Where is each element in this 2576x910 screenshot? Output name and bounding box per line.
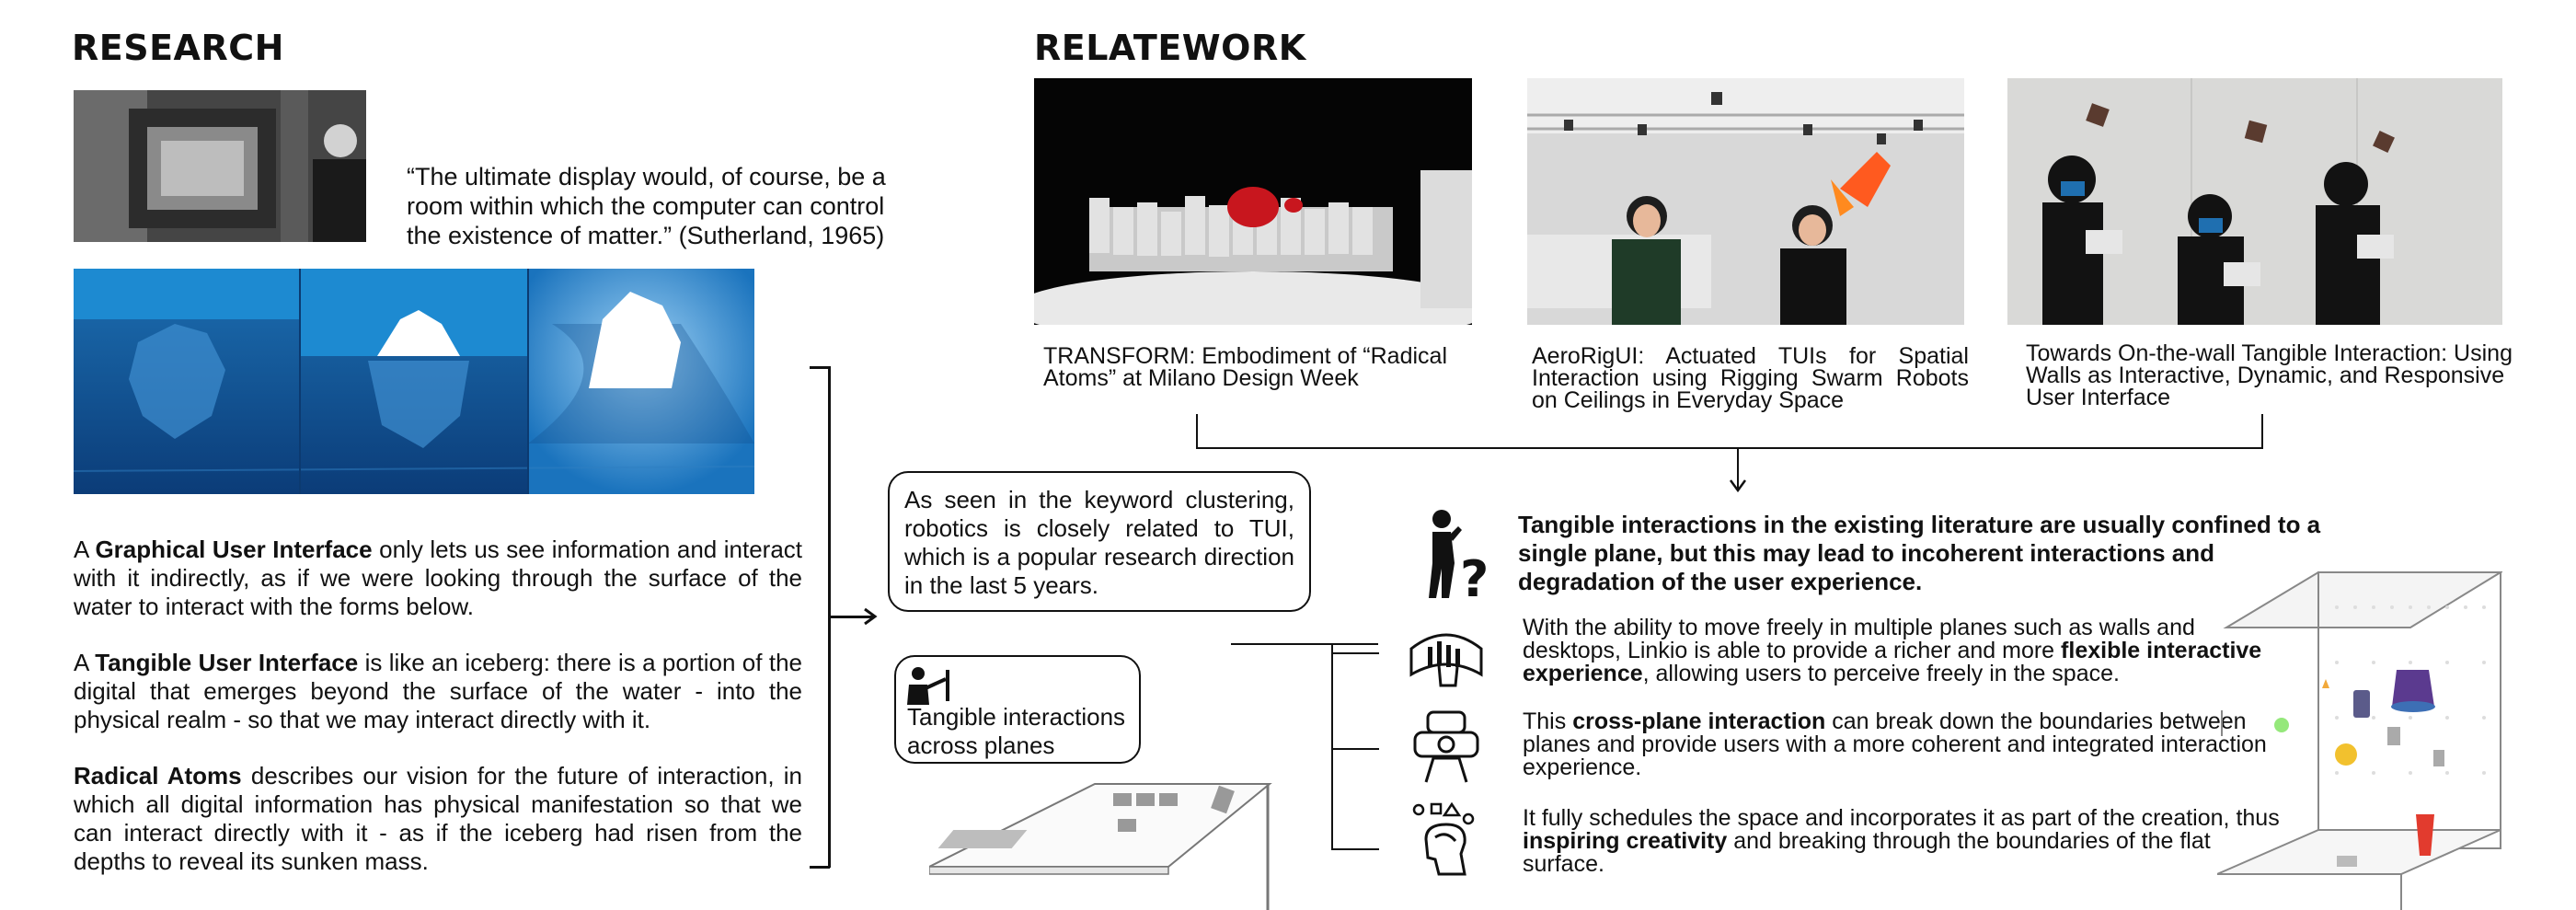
- gui-paragraph: A Graphical User Interface only lets us …: [74, 536, 803, 620]
- presenter-board-icon: [907, 667, 949, 705]
- sutherland-quote: “The ultimate display would, of course, …: [407, 163, 886, 249]
- bracket-bottom: [810, 866, 830, 869]
- connector-right-drop: [2261, 414, 2263, 449]
- thinker-question-icon: ?: [1429, 510, 1489, 600]
- svg-text:?: ?: [1460, 550, 1489, 600]
- on-the-wall-caption: Towards On-the-wall Tangible Interaction…: [2026, 340, 2513, 410]
- relatework-title: RELATEWORK: [1034, 28, 1306, 68]
- tree-stem: [1231, 643, 1378, 645]
- headline-statement: Tangible interactions in the existing li…: [1518, 511, 2321, 595]
- aerorigui-photo: [1527, 78, 1964, 325]
- bracket-arrow-line: [830, 616, 874, 618]
- connector-left-drop: [1196, 414, 1198, 449]
- connector-down: [1737, 447, 1739, 490]
- iceberg-illustration: [74, 269, 754, 494]
- tree-branch-2: [1331, 748, 1379, 750]
- bracket-top: [810, 366, 830, 369]
- creativity-head-icon: [1412, 801, 1475, 876]
- sutherland-photo: [74, 90, 366, 242]
- finding-flexible: With the ability to move freely in multi…: [1523, 615, 2262, 686]
- aerorigui-caption: AeroRigUI: Actuated TUIs for Spatial Int…: [1532, 343, 1969, 413]
- tree-branch-3: [1331, 848, 1379, 850]
- research-title: RESEARCH: [72, 28, 284, 68]
- tui-paragraph: A Tangible User Interface is like an ice…: [74, 649, 802, 733]
- connector-horizontal: [1196, 447, 2263, 449]
- keyword-clustering-bubble: As seen in the keyword clustering, robot…: [888, 471, 1311, 612]
- on-the-wall-photo: [2007, 78, 2502, 325]
- finding-creativity: It fully schedules the space and incorpo…: [1523, 805, 2280, 877]
- wall-shelf-sketch: [2217, 571, 2502, 910]
- transform-photo: [1034, 78, 1472, 325]
- connector-arrowhead: [1729, 479, 1747, 493]
- cross-planes-text: Tangible interactions across planes: [907, 703, 1126, 759]
- radical-atoms-paragraph: Radical Atoms describes our vision for t…: [74, 762, 802, 875]
- tree-vertical: [1331, 643, 1333, 850]
- cross-planes-bubble: Tangible interactions across planes: [894, 655, 1141, 764]
- bracket-vertical: [828, 366, 831, 868]
- cross-plane-icon: [1413, 710, 1479, 783]
- multi-plane-hand-icon: [1409, 633, 1483, 687]
- finding-cross-plane: This cross-plane interaction can break d…: [1523, 708, 2267, 780]
- tree-branch-1: [1331, 652, 1379, 654]
- transform-caption: TRANSFORM: Embodiment of “Radical Atoms”…: [1043, 343, 1448, 391]
- desk-sketch: [929, 783, 1272, 910]
- bracket-arrowhead: [864, 607, 878, 626]
